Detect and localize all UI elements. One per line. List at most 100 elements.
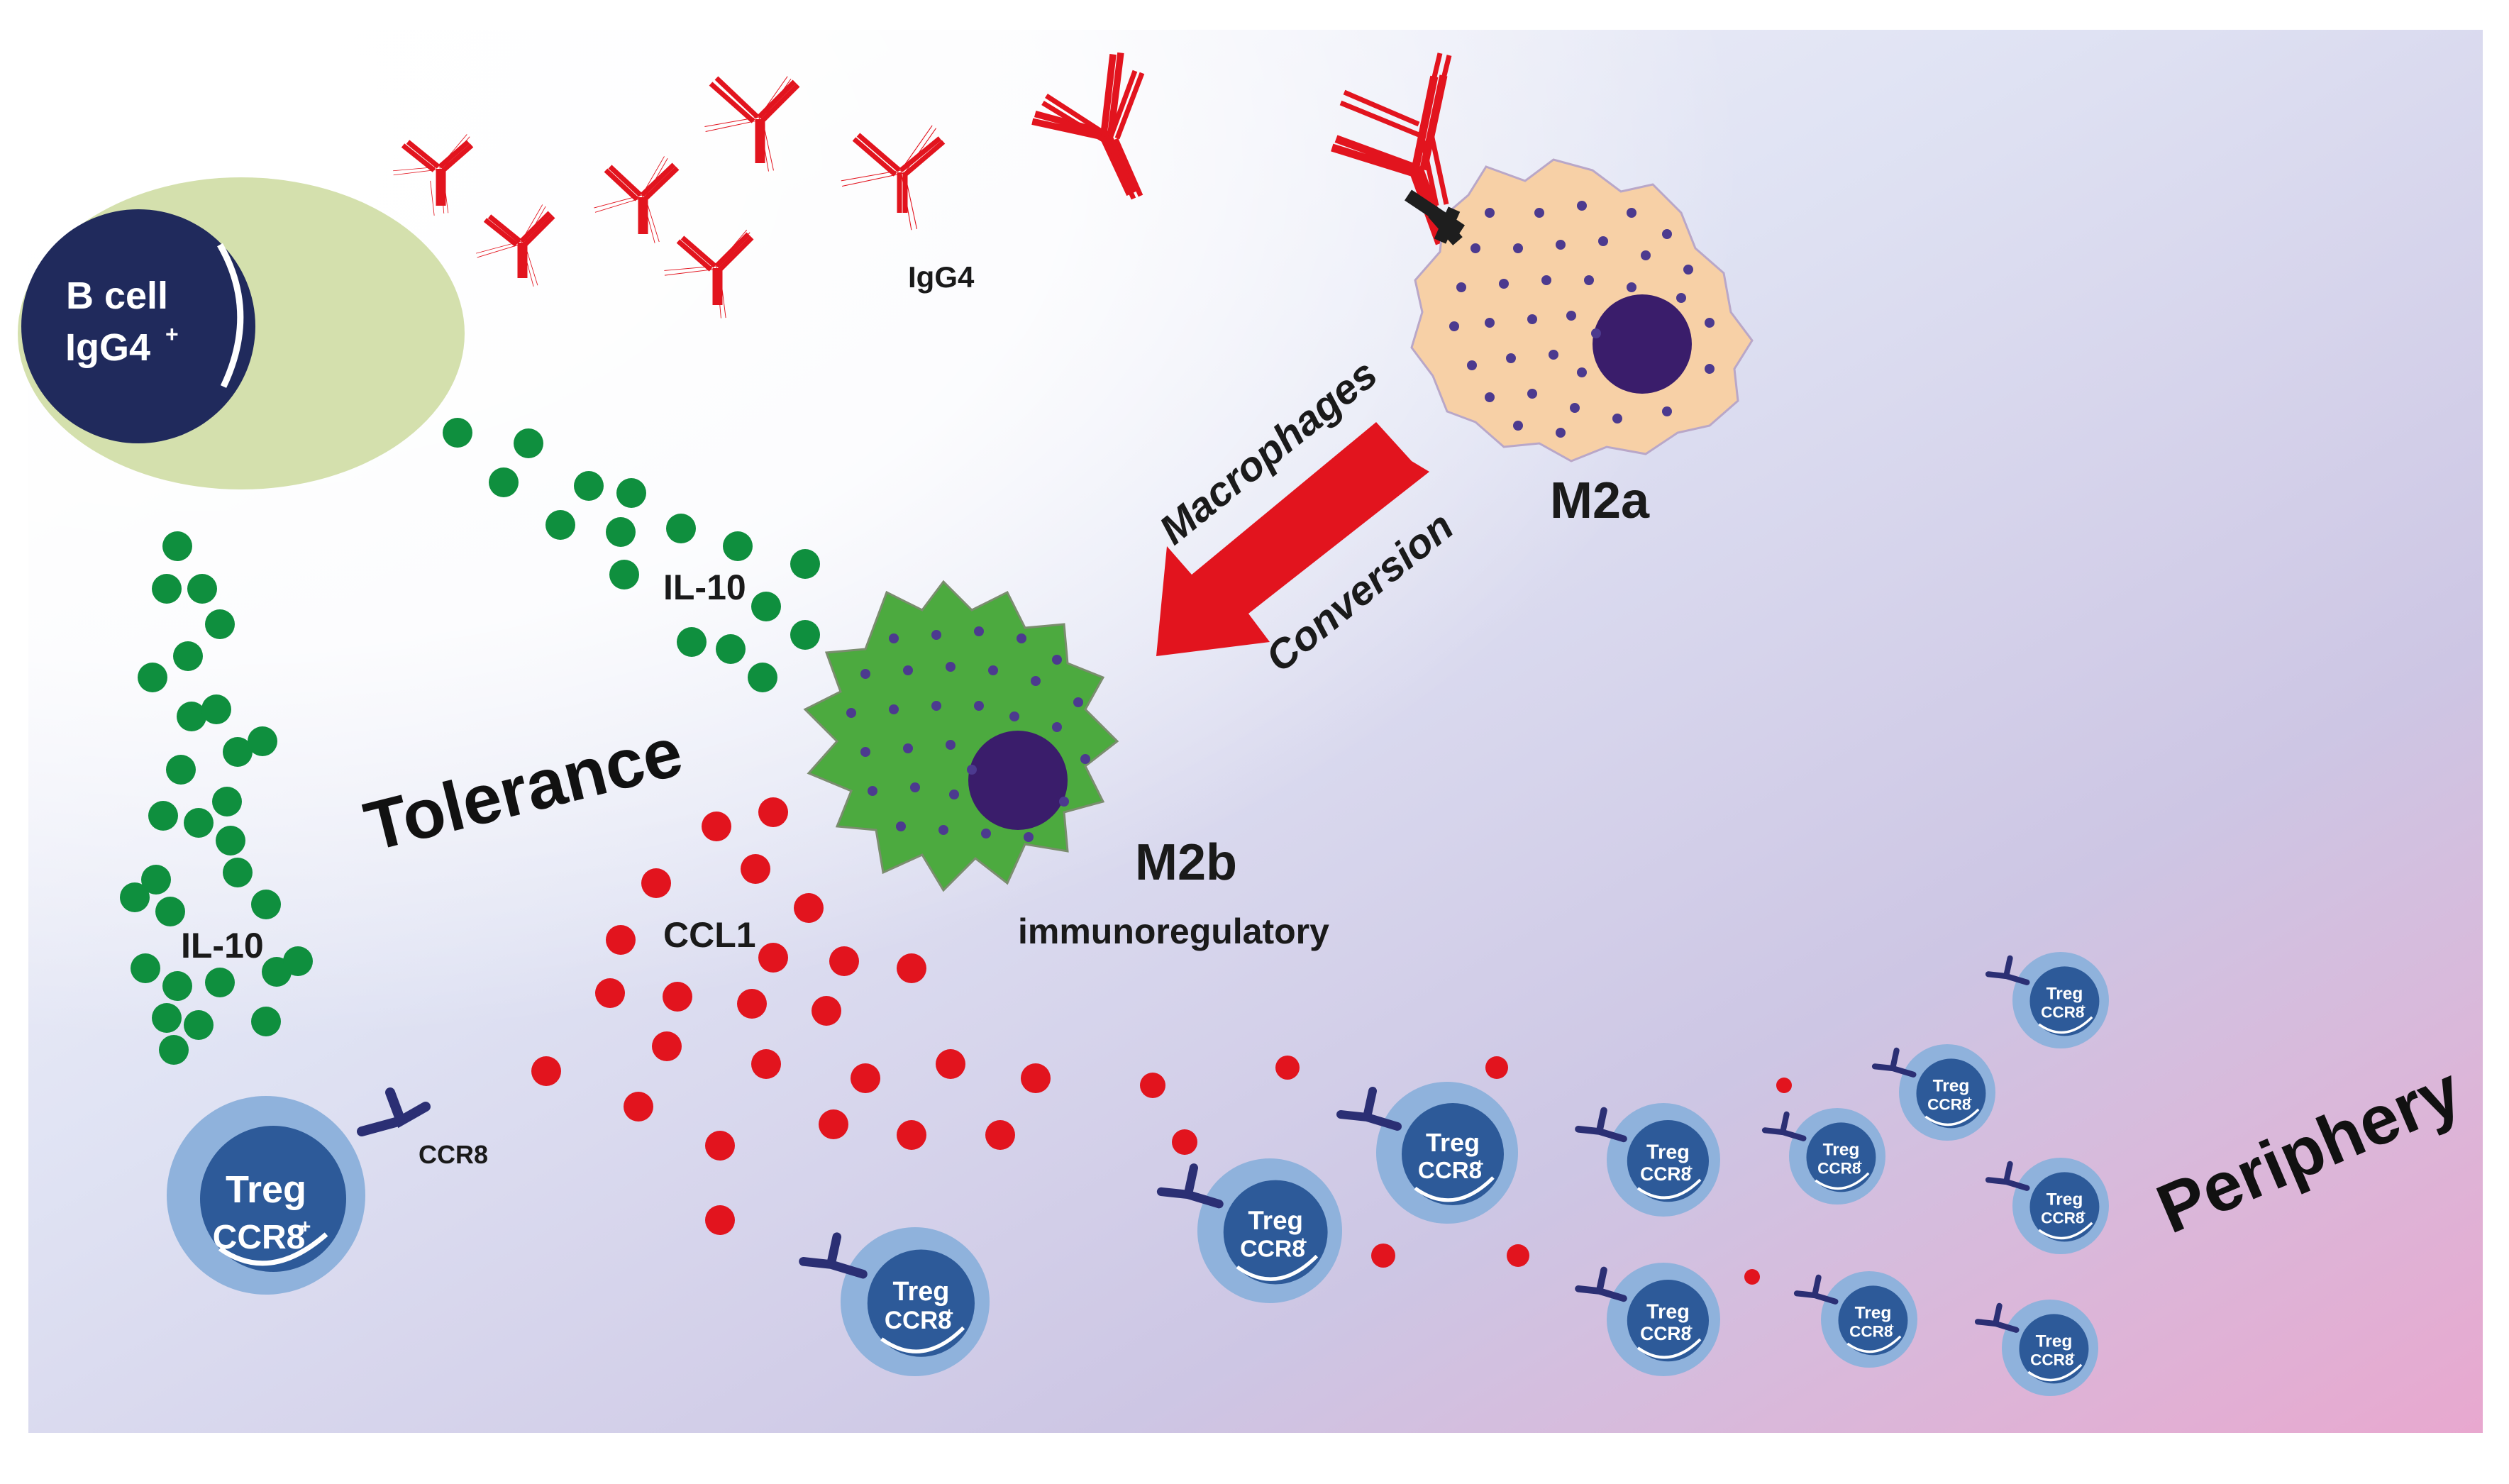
treg-cell-highlight: [1636, 1178, 1702, 1200]
treg-label-ccr8: CCR8: [1640, 1163, 1691, 1185]
il10-label-upper: IL-10: [663, 567, 746, 607]
antibody-arm: [604, 162, 680, 234]
treg-cell-highlight: [1414, 1176, 1495, 1202]
treg-large-label-sup: +: [299, 1215, 311, 1237]
ccl1-label: CCL1: [663, 915, 756, 955]
treg-cell-nucleus: [1838, 1285, 1908, 1356]
antibody-arm: [401, 140, 474, 206]
b-cell: B cell IgG4 +: [18, 177, 465, 489]
igg4-label: IgG4: [908, 260, 975, 294]
treg-label: Treg: [1646, 1300, 1690, 1323]
treg-label-sup: +: [1686, 1323, 1693, 1335]
treg-cell-highlight: [1846, 1335, 1902, 1353]
ccr8-receptor-icon: [1575, 1266, 1627, 1302]
treg-cell-nucleus: [2019, 1314, 2089, 1384]
m2b-subtitle: immunoregulatory: [1018, 912, 1329, 951]
treg-label-sup: +: [1888, 1322, 1894, 1332]
m2b-macrophage: [803, 580, 1119, 892]
treg-cell-highlight: [2038, 1016, 2093, 1034]
treg-label-sup: +: [1299, 1234, 1307, 1250]
treg-label-ccr8: CCR8: [1849, 1322, 1893, 1340]
ccr8-receptor-icon: [1761, 1111, 1807, 1141]
treg-cell-nucleus: [867, 1249, 975, 1357]
treg-label: Treg: [1426, 1128, 1480, 1157]
antibody-arm: [483, 211, 555, 278]
m2a-nucleus: [1593, 294, 1692, 394]
ccr8-receptor-icon: [1336, 1087, 1402, 1131]
ccr8-receptor-icon: [1974, 1302, 2020, 1333]
treg-cell-highlight: [880, 1326, 965, 1353]
treg-label: Treg: [892, 1277, 949, 1307]
ccr8-receptor-icon: [1793, 1274, 1839, 1305]
treg-cell-highlight: [2027, 1363, 2083, 1382]
ccr8-receptor-icon: [1575, 1107, 1627, 1143]
treg-label-sup: +: [1856, 1158, 1862, 1169]
treg-cell-nucleus: [1627, 1280, 1709, 1362]
treg-label-ccr8: CCR8: [2041, 1209, 2084, 1226]
ccr8-receptor-icon: [1985, 955, 2030, 985]
ccl1-dots: [531, 797, 1792, 1285]
treg-cell-large: Treg CCR8 +: [167, 1087, 431, 1295]
ccr8-receptor-icon: [1156, 1163, 1224, 1209]
b-cell-label-igg4: IgG4: [65, 326, 150, 369]
treg-cell-nucleus: [2029, 966, 2100, 1036]
antibody-arm: [1041, 70, 1145, 200]
treg-label-sup: +: [1475, 1156, 1484, 1172]
treg-cell-nucleus: [2029, 1172, 2100, 1242]
m2a-granules: [1449, 201, 1715, 438]
treg-cell-highlight: [1924, 1108, 1980, 1126]
treg-cell-highlight: [1815, 1172, 1870, 1190]
treg-label: Treg: [2046, 1190, 2083, 1209]
m2a-macrophage: [1405, 158, 1754, 463]
b-cell-highlight: [217, 243, 244, 388]
treg-cell-highlight: [1236, 1254, 1319, 1281]
fc-receptor-icon: [1405, 189, 1465, 245]
m2a-label: M2a: [1550, 472, 1650, 529]
treg-cell-nucleus: [1806, 1122, 1876, 1192]
treg-cell-highlight: [2038, 1222, 2093, 1240]
treg-label-ccr8: CCR8: [1240, 1236, 1305, 1263]
ccl1-dot-icon: [702, 812, 731, 841]
treg-label-sup: +: [2069, 1350, 2075, 1361]
treg-cell-nucleus: [1916, 1058, 1986, 1129]
treg-label: Treg: [1248, 1206, 1303, 1235]
il10-dot-icon: [443, 418, 472, 448]
treg-label-sup: +: [1686, 1163, 1693, 1175]
treg-label-sup: +: [945, 1305, 953, 1322]
b-cell-label-sup: +: [165, 321, 179, 347]
conversion-arrow-icon: [1156, 422, 1429, 656]
ccr8-receptor-icon: [1985, 1161, 2030, 1191]
treg-label: Treg: [1646, 1141, 1690, 1163]
treg-label-ccr8: CCR8: [1640, 1323, 1691, 1344]
ccr8-label: CCR8: [419, 1140, 488, 1169]
treg-cell-nucleus: [1223, 1180, 1328, 1285]
treg-label: Treg: [1855, 1304, 1892, 1323]
m2b-nucleus: [968, 731, 1068, 830]
treg-large-label-ccr8: CCR8: [213, 1219, 306, 1256]
antibody-arm: [676, 232, 754, 305]
migrating-treg-cells: TregCCR8+TregCCR8+TregCCR8+TregCCR8+Treg…: [799, 952, 2109, 1396]
m2b-granules: [846, 626, 1090, 842]
treg-label-ccr8: CCR8: [1927, 1095, 1971, 1113]
antibody-arm: [709, 76, 800, 163]
treg-label-ccr8: CCR8: [1817, 1159, 1861, 1177]
treg-label: Treg: [1823, 1141, 1860, 1160]
m2b-label: M2b: [1135, 834, 1237, 891]
il10-label-lower: IL-10: [181, 926, 264, 965]
treg-label: Treg: [1933, 1077, 1970, 1096]
treg-label-ccr8: CCR8: [2041, 1003, 2084, 1021]
b-cell-nucleus: [21, 209, 255, 443]
treg-large-label: Treg: [226, 1168, 306, 1211]
ccr8-receptor-icon: [799, 1232, 868, 1279]
treg-cell-nucleus: [1402, 1103, 1504, 1205]
treg-label-sup: +: [2080, 1002, 2086, 1013]
